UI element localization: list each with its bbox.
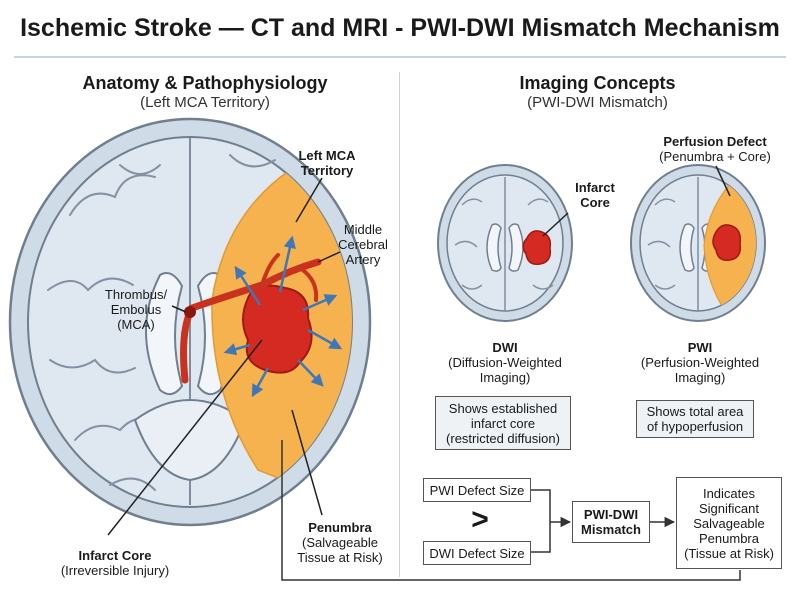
dwi-caption: DWI (Diffusion-Weighted Imaging): [448, 340, 562, 385]
section-divider: [399, 72, 400, 577]
left-section-subheading: (Left MCA Territory): [140, 94, 270, 111]
greater-than-symbol: >: [471, 503, 489, 536]
salvageable-penumbra-result-box: Indicates Significant Salvageable Penumb…: [676, 477, 782, 569]
leader-lines: [107, 177, 341, 536]
dwi-core-region: [522, 230, 552, 266]
pwi-brain-image: [630, 164, 766, 322]
middle-cerebral-artery: [180, 253, 322, 384]
left-section-heading: Anatomy & Pathophysiology: [82, 73, 328, 93]
infarct-core-region: [242, 284, 313, 374]
thrombus-marker: [184, 306, 196, 318]
pwi-dwi-mismatch-box: PWI-DWI Mismatch: [572, 501, 650, 543]
right-section-heading: Imaging Concepts: [519, 73, 676, 93]
flow-connectors: [281, 440, 741, 581]
mca-territory-label: Left MCA Territory: [298, 148, 356, 178]
radiating-arrows: [223, 235, 343, 398]
large-brain-section: [8, 117, 372, 536]
pwi-description-box: Shows total area of hypoperfusion: [636, 400, 754, 438]
dwi-description-box: Shows established infarct core (restrict…: [435, 396, 571, 450]
pwi-caption: PWI (Perfusion-Weighted Imaging): [640, 340, 760, 385]
thrombus-label: Thrombus/ Embolus (MCA): [104, 287, 168, 332]
dwi-defect-size-box: DWI Defect Size: [423, 541, 531, 565]
page-title: Ischemic Stroke — CT and MRI - PWI-DWI M…: [20, 14, 780, 42]
mca-artery-label: Middle Cerebral Artery: [338, 222, 388, 267]
penumbra-label: Penumbra (Salvageable Tissue at Risk): [297, 520, 383, 565]
pwi-defect-size-box: PWI Defect Size: [423, 478, 531, 502]
infarct-core-label: Infarct Core (Irreversible Injury): [60, 548, 170, 578]
dwi-infarct-core-callout: Infarct Core: [575, 180, 615, 210]
right-section-subheading: (PWI-DWI Mismatch): [527, 94, 668, 111]
pwi-perfusion-defect-callout: Perfusion Defect (Penumbra + Core): [659, 134, 771, 164]
brainstem-region: [133, 399, 247, 482]
pwi-core-region: [712, 224, 742, 262]
title-divider: [14, 56, 786, 58]
dwi-brain-image: [437, 164, 573, 322]
